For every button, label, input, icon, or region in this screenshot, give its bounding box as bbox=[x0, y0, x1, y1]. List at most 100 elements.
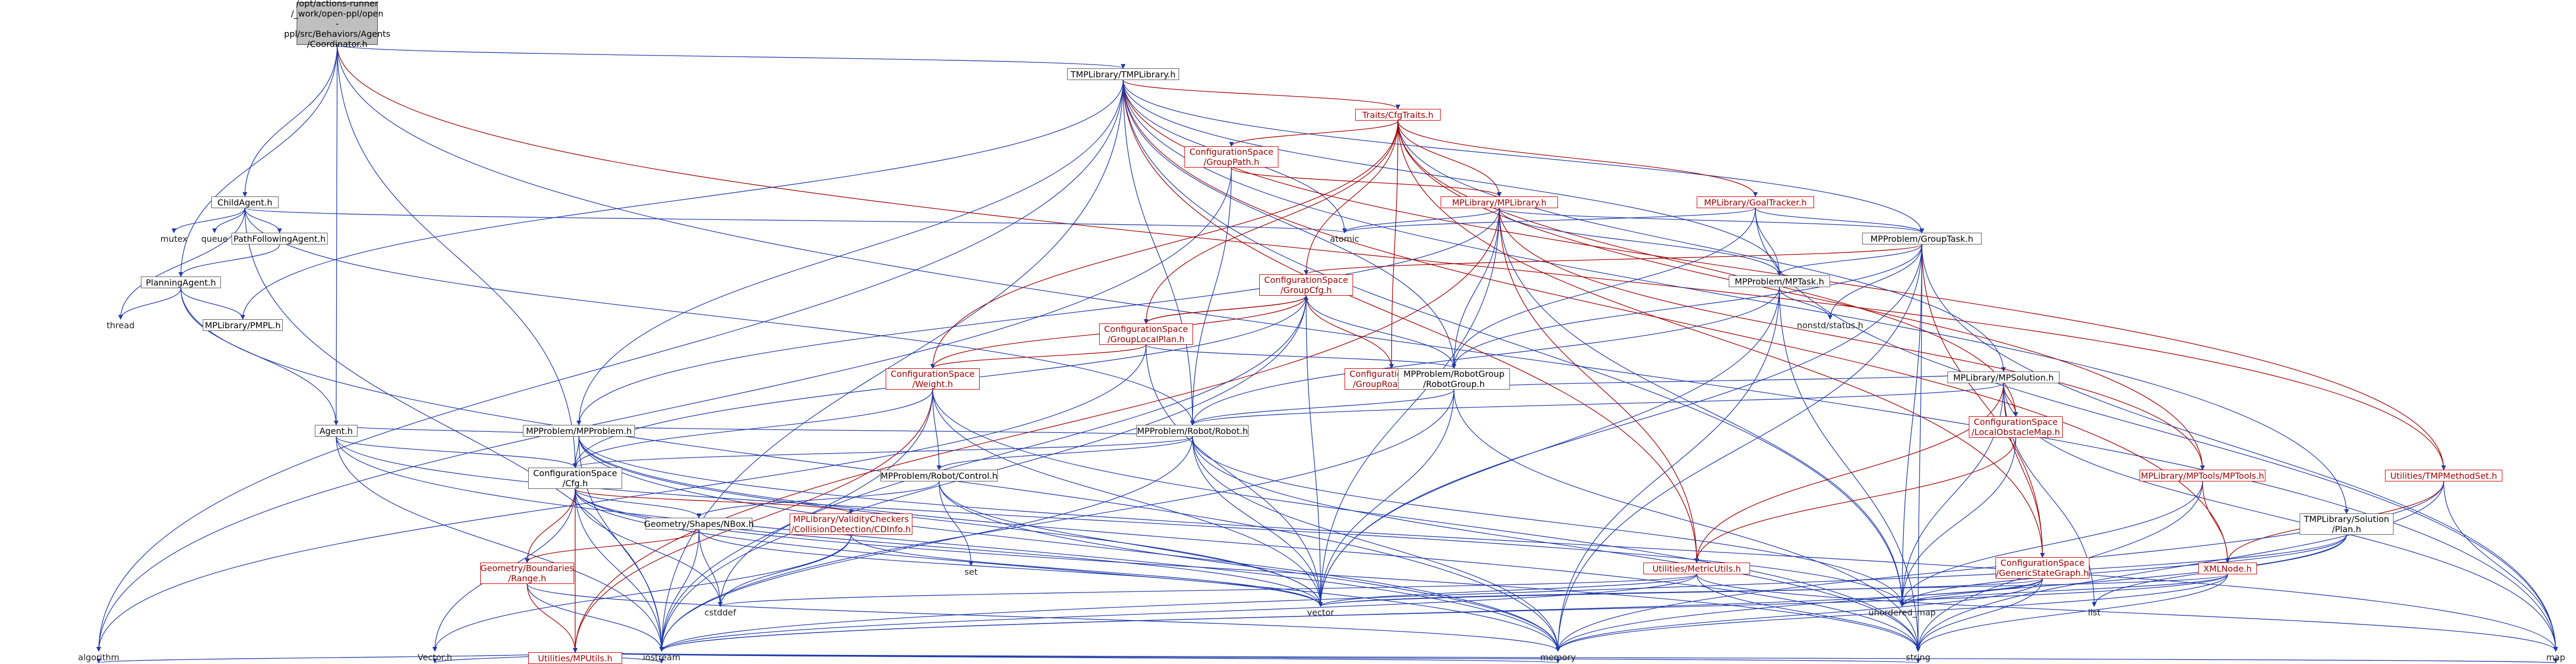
edge-robot-to-cspacecfg bbox=[573, 436, 1193, 468]
edge-childagent-to-queue bbox=[212, 208, 245, 233]
node-groupcfg[interactable]: ConfigurationSpace /GroupCfg.h bbox=[1259, 274, 1353, 296]
node-mpproblem[interactable]: MPProblem/MPProblem.h bbox=[523, 425, 635, 437]
node-mpml[interactable]: MPLibrary/PMPL.h bbox=[203, 319, 283, 331]
edge-cspacecfg-to-vector bbox=[575, 488, 1323, 607]
node-coordinator: /opt/actions-runner /_work/open-ppl/open… bbox=[284, 0, 391, 49]
node-grouplp[interactable]: ConfigurationSpace /GroupLocalPlan.h bbox=[1099, 323, 1193, 345]
edge-tmpl-to-traits bbox=[1123, 80, 1401, 109]
edge-grouptask-to-groupcfg bbox=[1303, 244, 1922, 275]
node-mptools[interactable]: MPLibrary/MPTools/MPTools.h bbox=[2140, 470, 2265, 481]
edge-weight-to-mputils bbox=[573, 389, 933, 653]
edge-mpproblem-to-string bbox=[578, 436, 1921, 652]
edge-grouptask-to-string bbox=[1915, 244, 1922, 652]
edge-tmpsolution-to-unordered_map bbox=[1899, 534, 2347, 607]
edge-cspacecfg-to-memory bbox=[575, 488, 1561, 652]
node-mptask[interactable]: MPProblem/MPTask.h bbox=[1729, 275, 1830, 287]
edge-traits-to-genericstate bbox=[1397, 120, 2045, 558]
edge-metricutils-to-map bbox=[1696, 574, 2558, 652]
edge-mputils-to-map bbox=[575, 652, 2557, 663]
node-xmlnode[interactable]: XMLNode.h bbox=[2198, 563, 2257, 574]
edge-mplib-to-mptools bbox=[1499, 208, 2205, 470]
node-validity[interactable]: MPLibrary/ValidityCheckers /CollisionDet… bbox=[790, 513, 912, 535]
edge-genericstate-to-vector bbox=[1318, 578, 2043, 607]
edge-grouplp-to-groupcfg bbox=[1146, 295, 1309, 324]
edge-tmpmethodset-to-string bbox=[1915, 481, 2444, 652]
node-localobstacle[interactable]: ConfigurationSpace /LocalObstacleMap.h bbox=[1969, 416, 2063, 438]
edge-coordinator-to-tmpmethodset bbox=[337, 44, 2446, 470]
node-genericstate[interactable]: ConfigurationSpace /GenericStateGraph.h bbox=[1995, 557, 2089, 579]
edge-cspacecfg-to-nbox bbox=[575, 488, 702, 518]
edge-traits-to-mplib bbox=[1397, 120, 1502, 197]
node-tmpmethodset[interactable]: Utilities/TMPMethodSet.h bbox=[2385, 470, 2502, 481]
node-robotgroup[interactable]: MPProblem/RobotGroup /RobotGroup.h bbox=[1398, 368, 1510, 390]
edge-planningagent-to-memory bbox=[180, 288, 1561, 652]
edge-traits-to-grouproadmap bbox=[1389, 120, 1398, 369]
edge-grouptask-to-genericstate bbox=[1921, 244, 2045, 558]
edge-tmpl-to-mptask bbox=[1123, 80, 1782, 276]
node-boundaries[interactable]: Geometry/Boundaries /Range.h bbox=[480, 563, 574, 584]
node-list: list bbox=[2088, 607, 2101, 618]
edge-mpproblem-to-memory bbox=[578, 436, 1561, 652]
edge-traits-to-localobstacle bbox=[1397, 120, 2018, 417]
edge-mptask-to-vector bbox=[1318, 287, 1780, 607]
node-vectorh: Vector.h bbox=[417, 652, 452, 662]
edge-localobstacle-to-metricutils bbox=[1694, 437, 2016, 563]
node-tmpl[interactable]: TMPLibrary/TMPLibrary.h bbox=[1067, 68, 1179, 80]
node-goaltracker[interactable]: MPLibrary/GoalTracker.h bbox=[1697, 196, 1814, 208]
edge-childagent-to-thread bbox=[118, 208, 245, 320]
edge-agent-to-iostream bbox=[336, 436, 664, 652]
node-metricutils[interactable]: Utilities/MetricUtils.h bbox=[1643, 563, 1750, 574]
edge-tmpl-to-robot bbox=[1123, 80, 1195, 425]
edge-groupcfg-to-robotgroup bbox=[1306, 295, 1457, 369]
node-control[interactable]: MPProblem/Robot/Control.h bbox=[880, 470, 998, 481]
node-unordered_map: unordered_map bbox=[1868, 607, 1936, 618]
edge-childagent-to-robot bbox=[244, 208, 1195, 425]
node-robot[interactable]: MPProblem/Robot/Robot.h bbox=[1136, 425, 1249, 437]
edge-xmlnode-to-string bbox=[1915, 574, 2228, 652]
node-tmpsolution[interactable]: TMPLibrary/Solution /Plan.h bbox=[2300, 513, 2394, 535]
node-thread: thread bbox=[106, 320, 135, 330]
node-nbox[interactable]: Geometry/Shapes/NBox.h bbox=[644, 518, 754, 529]
edge-traits-to-goaltracker bbox=[1397, 120, 1758, 197]
edge-mplib-to-mptask bbox=[1499, 208, 1782, 276]
edge-robot-to-control bbox=[936, 436, 1193, 470]
edge-mplib-to-grouptask bbox=[1499, 208, 1925, 233]
edge-localobstacle-to-unordered_map bbox=[1899, 437, 2016, 607]
edge-xmlnode-to-vector bbox=[1318, 574, 2228, 607]
node-traits[interactable]: Traits/CfgTraits.h bbox=[1355, 109, 1441, 121]
edge-agent-to-unordered_map bbox=[336, 436, 1905, 607]
node-mputils[interactable]: Utilities/MPUtils.h bbox=[528, 652, 622, 664]
edge-mplib-to-metricutils bbox=[1499, 208, 1699, 563]
node-mplib[interactable]: MPLibrary/MPLibrary.h bbox=[1441, 196, 1558, 208]
node-weight[interactable]: ConfigurationSpace /Weight.h bbox=[886, 368, 980, 390]
edge-mplib-to-mputils bbox=[573, 208, 1500, 653]
node-planningagent[interactable]: PlanningAgent.h bbox=[141, 276, 221, 288]
edge-boundaries-to-memory bbox=[527, 583, 1561, 652]
edge-goaltracker-to-atomic bbox=[1342, 208, 1756, 233]
edge-boundaries-to-mputils bbox=[527, 583, 578, 653]
edge-tmpl-to-metricutils bbox=[1123, 80, 1699, 563]
edge-grouptask-to-robotgroup bbox=[1451, 244, 1922, 369]
edge-boundaries-to-iostream bbox=[527, 583, 664, 652]
node-cspacecfg[interactable]: ConfigurationSpace /Cfg.h bbox=[528, 468, 622, 489]
edge-tmpl-to-mpproblem bbox=[576, 80, 1124, 425]
edge-xmlnode-to-memory bbox=[1555, 574, 2228, 652]
edge-robot-to-string bbox=[1192, 436, 1921, 652]
edge-mputils-to-string bbox=[575, 652, 1920, 663]
node-childagent[interactable]: ChildAgent.h bbox=[211, 196, 279, 208]
edge-mplib-to-unordered_map bbox=[1499, 208, 1905, 607]
edge-coordinator-to-planningagent bbox=[178, 44, 338, 277]
edge-grouplp-to-vector bbox=[1146, 344, 1323, 607]
node-grouppath[interactable]: ConfigurationSpace /GroupPath.h bbox=[1184, 146, 1278, 168]
node-mpsolution[interactable]: MPLibrary/MPSolution.h bbox=[1947, 371, 2060, 383]
node-nonstd: nonstd/status.h bbox=[1796, 320, 1864, 330]
node-grouptask[interactable]: MPProblem/GroupTask.h bbox=[1862, 233, 1982, 244]
node-vector: vector bbox=[1307, 607, 1334, 618]
node-string: string bbox=[1906, 652, 1930, 662]
edge-goaltracker-to-robotgroup bbox=[1451, 208, 1756, 369]
node-agent[interactable]: Agent.h bbox=[315, 425, 357, 437]
edge-coordinator-to-childagent bbox=[242, 44, 338, 197]
edge-coordinator-to-tmpl bbox=[337, 44, 1125, 69]
edge-mpsolution-to-genericstate bbox=[2003, 383, 2045, 558]
node-pathfollow[interactable]: PathFollowingAgent.h bbox=[232, 233, 328, 244]
